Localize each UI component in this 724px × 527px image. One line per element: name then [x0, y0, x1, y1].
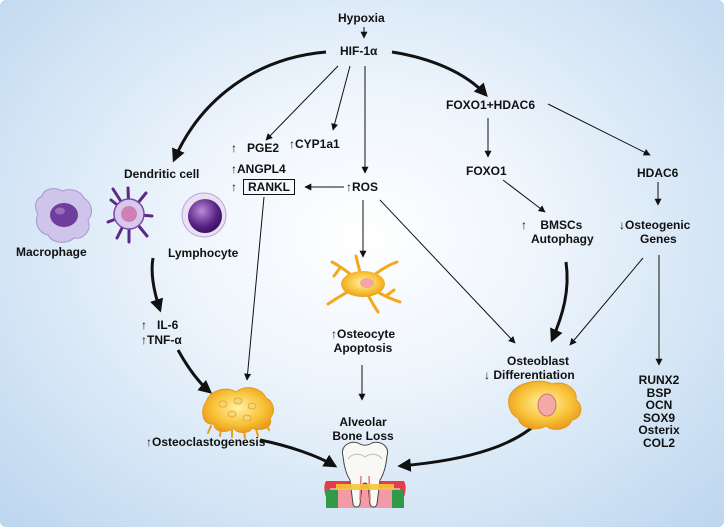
down-arrow-icon: ↓ — [619, 218, 625, 232]
arrow-hif-to-pge2 — [265, 65, 339, 141]
lymphocyte-label: Lymphocyte — [168, 246, 239, 260]
rankl-label: ↑ RANKL — [231, 179, 295, 195]
osteocyte-apoptosis-label: ↑Osteocyte Apoptosis — [330, 327, 396, 355]
gene-item: COL2 — [642, 435, 675, 450]
osteocyte-cell — [326, 254, 402, 314]
dendritic-cell — [106, 186, 154, 244]
macrophage-cell — [34, 188, 92, 243]
osteoclast-cell — [202, 387, 274, 439]
foxo1-label: FOXO1 — [466, 164, 507, 178]
gene-item: SOX9 — [642, 410, 675, 425]
gene-item: BSP — [646, 385, 672, 400]
alveolar-bone-loss-label: Alveolar Bone Loss — [332, 415, 394, 443]
arrow-foxo1-to-bmscs — [502, 179, 546, 213]
up-arrow-icon: ↑ — [346, 180, 352, 194]
down-arrow-icon: ↓ — [484, 368, 490, 382]
arrow-hif-to-dendritic — [172, 50, 327, 163]
arrow-foxo-hdac-to-hdac6 — [547, 103, 651, 156]
hypoxia-label: Hypoxia — [338, 11, 385, 25]
osteogenic-gene-list: RUNX2 BSP OCN SOX9 Osterix COL2 — [624, 374, 694, 449]
up-arrow-icon: ↑ — [146, 435, 152, 449]
gene-item: OCN — [645, 398, 673, 412]
arrow-cytokines-to-osteoclast — [176, 349, 213, 394]
up-arrow-icon: ↑ — [521, 218, 527, 232]
angpl4-label: ↑ANGPL4 — [231, 162, 286, 176]
gene-item: Osterix — [638, 423, 680, 437]
ros-label: ↑ROS — [346, 180, 379, 194]
macrophage-label: Macrophage — [16, 245, 87, 259]
thick-arrows — [150, 50, 569, 472]
bmsc-autophagy-label: ↑ BMSCs Autophagy — [521, 218, 594, 246]
foxo-hdac-label: FOXO1+HDAC6 — [446, 98, 536, 112]
arrow-osteoclast-to-tooth — [259, 438, 338, 468]
up-arrow-icon: ↑ — [141, 318, 147, 332]
up-arrow-icon: ↑ — [141, 333, 147, 347]
hif-label: HIF-1α — [340, 44, 378, 58]
arrow-bmscs-to-osteoblast — [550, 261, 569, 343]
arrow-hif-to-cyp1a1 — [331, 65, 351, 131]
arrow-cells-to-cytokines — [150, 257, 163, 313]
arrow-hif-to-foxo-hdac — [391, 50, 488, 97]
hdac6-label: HDAC6 — [637, 166, 679, 180]
dendritic-label: Dendritic cell — [124, 167, 200, 181]
osteogenic-genes-label: ↓Osteogenic Genes — [619, 218, 691, 246]
lymphocyte-cell — [181, 192, 227, 238]
tnf-label: ↑TNF-α — [141, 333, 182, 347]
arrow-rankl-to-osteoclast — [244, 196, 265, 381]
arrow-ros-to-osteoblast — [379, 199, 516, 344]
cyp1a1-label: ↑CYP1a1 — [289, 137, 340, 151]
rankl-box: RANKL — [243, 179, 295, 195]
pge2-label: ↑ PGE2 — [231, 141, 280, 155]
gene-item: RUNX2 — [638, 373, 680, 387]
tooth-icon — [324, 441, 406, 508]
up-arrow-icon: ↑ — [231, 162, 237, 176]
arrow-genes-to-osteoblast — [569, 257, 644, 346]
up-arrow-icon: ↑ — [231, 180, 237, 194]
up-arrow-icon: ↑ — [330, 327, 337, 341]
osteoblast-cell — [508, 380, 582, 430]
osteoclastogenesis-label: ↑Osteoclastogenesis — [146, 435, 266, 449]
il6-label: ↑ IL-6 — [141, 318, 179, 332]
thin-arrows — [244, 27, 663, 401]
osteoblast-differentiation-label: Osteoblast ↓ Differentiation — [484, 354, 575, 382]
up-arrow-icon: ↑ — [289, 137, 295, 151]
up-arrow-icon: ↑ — [231, 141, 237, 155]
